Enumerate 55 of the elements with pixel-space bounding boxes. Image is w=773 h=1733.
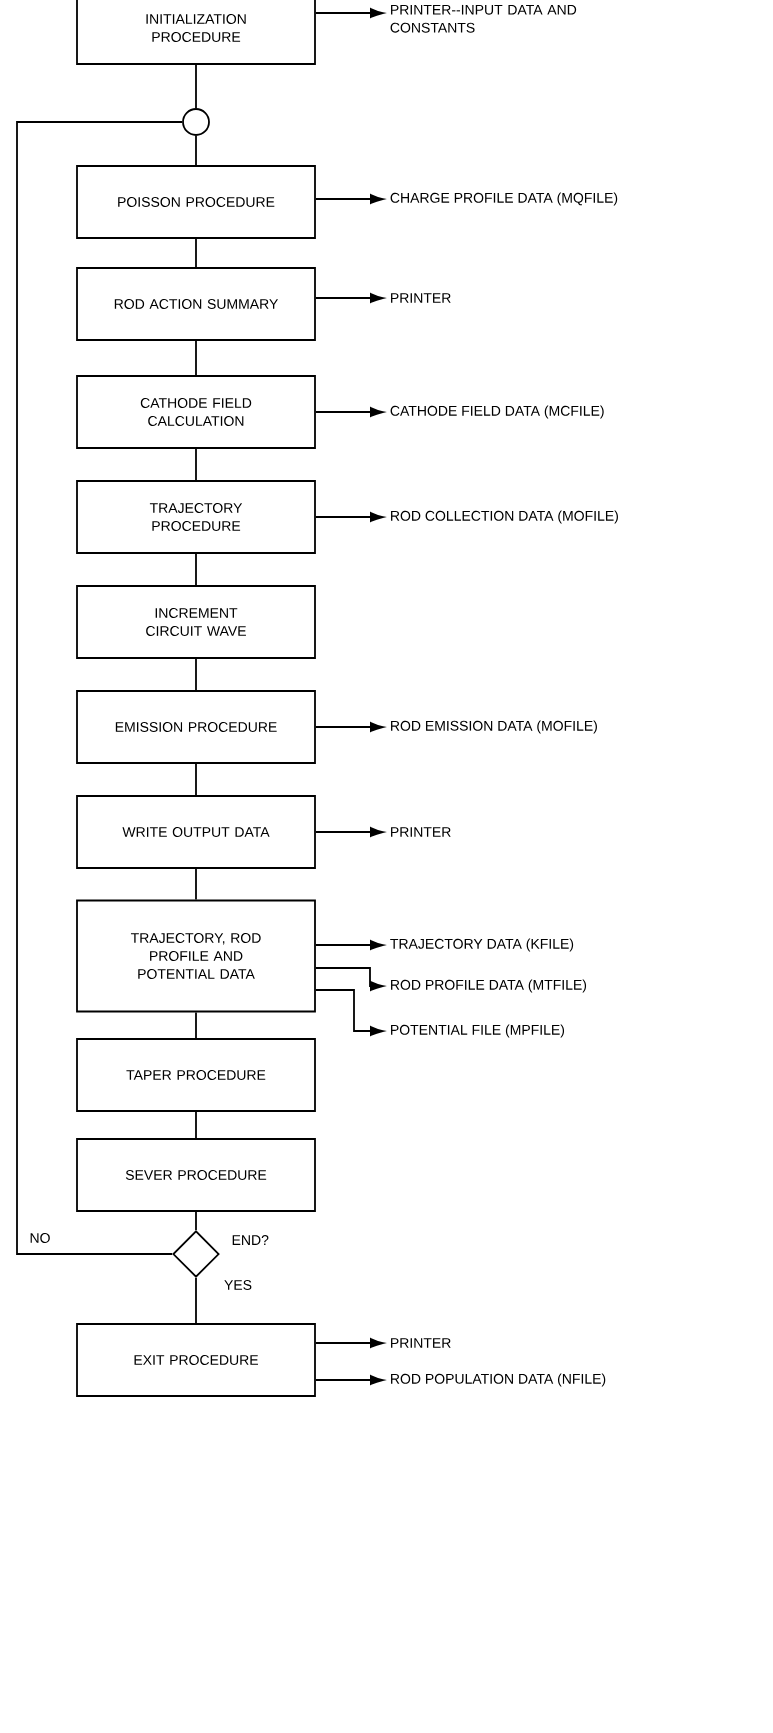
process-box: WRITE OUTPUT DATA <box>76 795 316 869</box>
connector-line <box>16 121 183 1255</box>
connector-line <box>195 135 197 166</box>
connector-line <box>195 763 197 796</box>
arrow <box>315 8 384 18</box>
arrow <box>315 989 384 1036</box>
arrow <box>315 1338 384 1348</box>
output-label: PRINTER <box>391 827 451 837</box>
output-label: ROD PROFILE DATA (MTFILE) <box>391 979 587 993</box>
process-box: EMISSION PROCEDURE <box>76 690 316 764</box>
arrow <box>315 722 384 732</box>
arrow <box>315 940 384 950</box>
output-label: ROD COLLECTION DATA (MOFILE) <box>391 510 618 524</box>
process-box: INITIALIZATION PROCEDURE <box>76 0 316 65</box>
process-box: POISSON PROCEDURE <box>76 165 316 239</box>
connector-line <box>195 448 197 481</box>
output-label: POTENTIAL FILE (MPFILE) <box>391 1024 565 1038</box>
process-box: ROD ACTION SUMMARY <box>76 267 316 341</box>
process-box: TRAJECTORY, ROD PROFILE AND POTENTIAL DATA <box>76 899 316 1013</box>
arrow <box>315 1375 384 1385</box>
edge-label: NO <box>28 1232 52 1244</box>
output-label: TRAJECTORY DATA (KFILE) <box>390 938 574 952</box>
connector-line <box>195 1211 197 1231</box>
output-label: PRINTER <box>391 1338 451 1348</box>
output-label: CATHODE FIELD DATA (MCFILE) <box>390 405 604 419</box>
arrow <box>315 293 384 303</box>
connector-line <box>195 658 197 691</box>
output-label: PRINTER--INPUT DATA AND CONSTANTS <box>390 4 577 33</box>
output-label: ROD POPULATION DATA (NFILE) <box>391 1373 606 1387</box>
process-box: CATHODE FIELD CALCULATION <box>76 375 316 449</box>
arrow <box>315 194 384 204</box>
connector-circle <box>182 108 210 136</box>
process-box: INCREMENT CIRCUIT WAVE <box>76 585 316 659</box>
beside-text: END? <box>232 1235 269 1245</box>
connector-line <box>195 1277 197 1324</box>
arrow <box>315 512 384 522</box>
connector-line <box>195 553 197 586</box>
arrow <box>315 827 384 837</box>
process-box: TRAJECTORY PROCEDURE <box>76 480 316 554</box>
arrow <box>315 407 384 417</box>
connector-line <box>195 64 197 110</box>
output-label: ROD EMISSION DATA (MOFILE) <box>391 720 597 734</box>
output-label: CHARGE PROFILE DATA (MQFILE) <box>390 192 618 206</box>
decision-diamond <box>172 1230 220 1278</box>
edge-label: YES <box>223 1279 253 1291</box>
process-box: EXIT PROCEDURE <box>76 1323 316 1397</box>
connector-line <box>195 1011 197 1039</box>
connector-line <box>195 238 197 268</box>
connector-line <box>195 1111 197 1139</box>
connector-line <box>195 868 197 901</box>
process-box: TAPER PROCEDURE <box>76 1038 316 1112</box>
connector-line <box>195 340 197 376</box>
output-label: PRINTER <box>391 293 451 303</box>
arrow <box>315 967 384 991</box>
process-box: SEVER PROCEDURE <box>76 1138 316 1212</box>
